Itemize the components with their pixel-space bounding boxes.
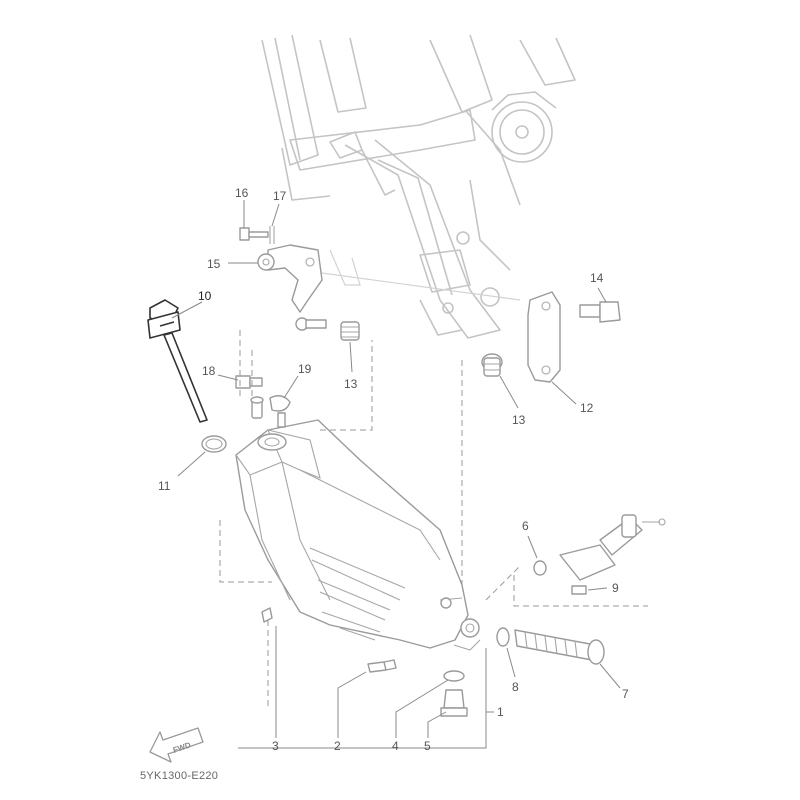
callout-2: 2	[334, 739, 341, 753]
oil-dipstick[interactable]	[147, 299, 208, 423]
strainer-7[interactable]	[514, 629, 605, 665]
bolt-3[interactable]	[261, 607, 273, 623]
washer-4[interactable]	[443, 670, 465, 682]
fwd-arrow-icon: FWD	[149, 727, 204, 763]
callout-14: 14	[590, 271, 604, 285]
callout-labels: 16 17 15 10 14 18 19 13 13 12 11 6 9 8 7…	[158, 186, 629, 753]
callout-13-lower: 13	[512, 413, 526, 427]
grommet-13-upper[interactable]	[340, 321, 360, 341]
frame-outline	[261, 34, 576, 339]
o-ring-11[interactable]	[201, 435, 227, 453]
o-ring-8[interactable]	[496, 627, 510, 647]
bolt-2[interactable]	[367, 659, 397, 673]
clamp-19[interactable]	[269, 395, 291, 412]
callout-8: 8	[512, 680, 519, 694]
callout-15: 15	[207, 257, 221, 271]
leader-lines	[171, 200, 621, 749]
callout-4: 4	[392, 739, 399, 753]
drain-bolt-5[interactable]	[440, 689, 468, 717]
callout-3: 3	[272, 739, 279, 753]
callout-12: 12	[580, 401, 594, 415]
grommet-13-lower[interactable]	[481, 353, 503, 377]
callout-7: 7	[622, 687, 629, 701]
callout-18: 18	[202, 364, 216, 378]
spring-washer-17[interactable]	[269, 226, 275, 244]
oil-tank	[235, 396, 481, 651]
callout-17: 17	[273, 189, 287, 203]
plate-12[interactable]	[527, 291, 561, 383]
callout-13-upper: 13	[344, 377, 358, 391]
callout-11: 11	[158, 479, 171, 493]
bolt-9[interactable]	[571, 585, 587, 595]
callout-9: 9	[612, 581, 619, 595]
drawing-code: 5YK1300-E220	[140, 770, 218, 782]
callout-5: 5	[424, 739, 431, 753]
callout-1: 1	[497, 705, 504, 719]
reference-lines	[219, 330, 648, 710]
callout-19: 19	[298, 362, 312, 376]
hose-fitting-6[interactable]	[533, 514, 666, 581]
bolt-14[interactable]	[579, 301, 621, 323]
callout-6: 6	[522, 519, 529, 533]
bolt-16[interactable]	[239, 227, 269, 241]
callout-10: 10	[198, 289, 212, 303]
bracket-15[interactable]	[257, 244, 327, 331]
callout-16: 16	[235, 186, 249, 200]
